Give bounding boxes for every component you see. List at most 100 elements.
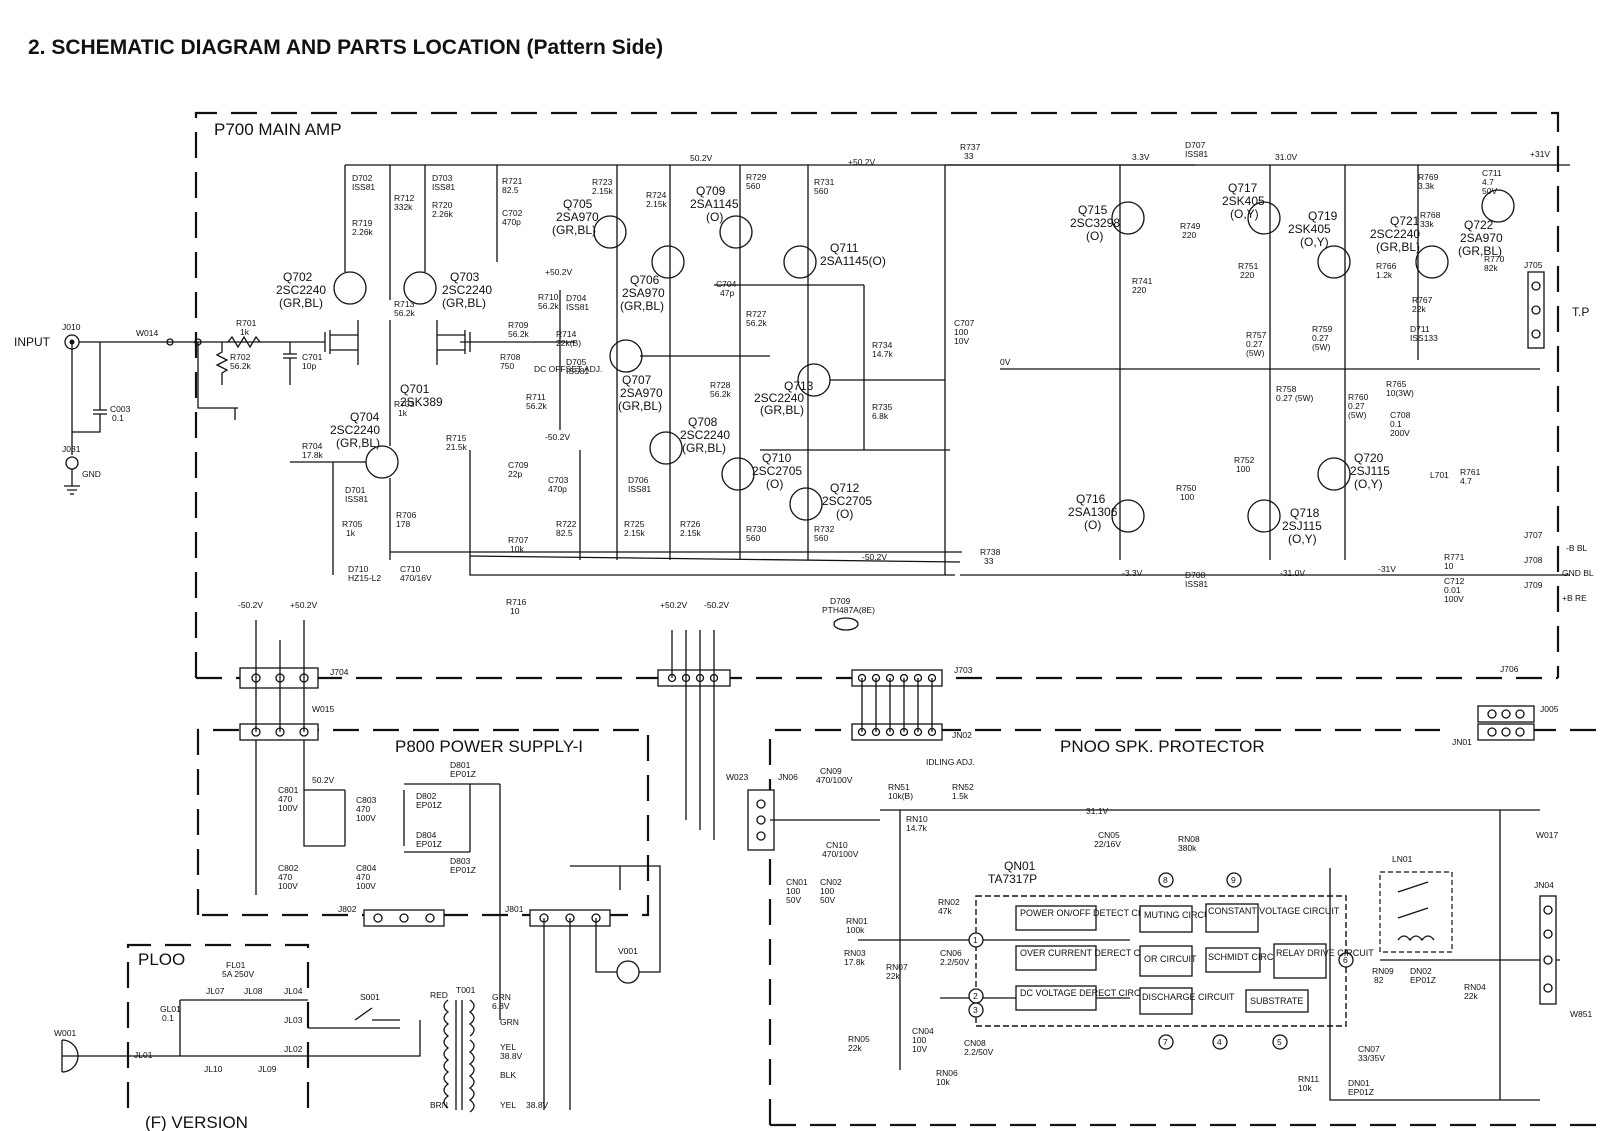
svg-text:EP01Z: EP01Z bbox=[450, 865, 476, 875]
svg-text:R705: R705 bbox=[342, 519, 363, 529]
svg-text:100: 100 bbox=[1180, 492, 1194, 502]
svg-text:-B BL: -B BL bbox=[1566, 543, 1588, 553]
idling-label: IDLING ADJ. bbox=[926, 757, 975, 767]
svg-text:YEL: YEL bbox=[500, 1100, 516, 1110]
power-supply-label: P800 POWER SUPPLY-I bbox=[395, 737, 583, 756]
svg-text:CN04: CN04 bbox=[912, 1026, 934, 1036]
svg-text:JL08: JL08 bbox=[244, 986, 263, 996]
svg-text:R770: R770 bbox=[1484, 254, 1505, 264]
svg-text:2.2/50V: 2.2/50V bbox=[940, 957, 970, 967]
svg-text:OVER CURRENT DERECT CIRCUIT: OVER CURRENT DERECT CIRCUIT bbox=[1020, 948, 1171, 958]
svg-text:50.2V: 50.2V bbox=[690, 153, 713, 163]
svg-text:C708: C708 bbox=[1390, 410, 1411, 420]
svg-text:C702: C702 bbox=[502, 208, 523, 218]
svg-text:2: 2 bbox=[973, 991, 978, 1001]
svg-text:-3.3V: -3.3V bbox=[1122, 568, 1143, 578]
svg-text:8: 8 bbox=[1163, 875, 1168, 885]
svg-text:(5W): (5W) bbox=[1348, 410, 1367, 420]
svg-text:2SA970: 2SA970 bbox=[622, 286, 665, 300]
svg-text:10k: 10k bbox=[936, 1077, 950, 1087]
svg-text:6.8k: 6.8k bbox=[872, 411, 889, 421]
svg-text:4.7: 4.7 bbox=[1482, 177, 1494, 187]
svg-text:33/35V: 33/35V bbox=[1358, 1053, 1385, 1063]
svg-text:HZ15-L2: HZ15-L2 bbox=[348, 573, 381, 583]
svg-text:J704: J704 bbox=[330, 667, 349, 677]
svg-text:R765: R765 bbox=[1386, 379, 1407, 389]
svg-text:56.2k: 56.2k bbox=[508, 329, 530, 339]
svg-text:C801: C801 bbox=[278, 785, 299, 795]
svg-text:R738: R738 bbox=[980, 547, 1001, 557]
svg-text:-50.2V: -50.2V bbox=[545, 432, 570, 442]
relay-ln01 bbox=[1379, 871, 1453, 953]
svg-text:6: 6 bbox=[1343, 955, 1348, 965]
svg-text:56.2k: 56.2k bbox=[526, 401, 548, 411]
svg-text:R761: R761 bbox=[1460, 467, 1481, 477]
svg-text:JN04: JN04 bbox=[1534, 880, 1554, 890]
svg-text:R723: R723 bbox=[592, 177, 613, 187]
svg-text:D709: D709 bbox=[830, 596, 851, 606]
switch-s001: S001 bbox=[354, 992, 400, 1021]
svg-text:Q719: Q719 bbox=[1308, 209, 1338, 223]
svg-text:R710: R710 bbox=[538, 292, 559, 302]
svg-text:R709: R709 bbox=[508, 320, 529, 330]
svg-text:R701: R701 bbox=[236, 318, 257, 328]
svg-text:W851: W851 bbox=[1570, 1009, 1592, 1019]
svg-text:L701: L701 bbox=[1430, 470, 1449, 480]
svg-text:2.15k: 2.15k bbox=[592, 186, 614, 196]
svg-text:100V: 100V bbox=[1444, 594, 1464, 604]
svg-text:JN06: JN06 bbox=[778, 772, 798, 782]
svg-text:470p: 470p bbox=[548, 484, 567, 494]
connector-jn02: JN02 bbox=[851, 723, 972, 741]
svg-text:220: 220 bbox=[1182, 230, 1196, 240]
svg-text:470: 470 bbox=[356, 872, 370, 882]
svg-text:(O): (O) bbox=[766, 477, 783, 491]
svg-text:ISS81: ISS81 bbox=[566, 302, 589, 312]
svg-text:+50.2V: +50.2V bbox=[290, 600, 318, 610]
svg-text:RED: RED bbox=[430, 990, 448, 1000]
svg-text:178: 178 bbox=[396, 519, 410, 529]
svg-text:Q713: Q713 bbox=[784, 379, 814, 393]
j705-test-point: J705 T.P bbox=[1524, 260, 1589, 349]
svg-text:D802: D802 bbox=[416, 791, 437, 801]
svg-text:C712: C712 bbox=[1444, 576, 1465, 586]
svg-text:2SC2705: 2SC2705 bbox=[822, 494, 872, 508]
svg-text:100: 100 bbox=[954, 327, 968, 337]
svg-text:17.8k: 17.8k bbox=[302, 450, 324, 460]
svg-text:(O,Y): (O,Y) bbox=[1230, 207, 1259, 221]
svg-text:R767: R767 bbox=[1412, 295, 1433, 305]
svg-text:C803: C803 bbox=[356, 795, 377, 805]
svg-text:R758: R758 bbox=[1276, 384, 1297, 394]
svg-text:0.27 (5W): 0.27 (5W) bbox=[1276, 393, 1313, 403]
svg-text:2SA1145(O): 2SA1145(O) bbox=[820, 254, 886, 268]
svg-text:0.1: 0.1 bbox=[162, 1013, 174, 1023]
svg-text:JN01: JN01 bbox=[1452, 737, 1472, 747]
svg-text:6.8V: 6.8V bbox=[492, 1001, 510, 1011]
svg-text:(GR,BL): (GR,BL) bbox=[760, 403, 804, 417]
svg-text:R759: R759 bbox=[1312, 324, 1333, 334]
svg-text:470: 470 bbox=[356, 804, 370, 814]
svg-text:D706: D706 bbox=[628, 475, 649, 485]
svg-text:BLK: BLK bbox=[500, 1070, 516, 1080]
svg-text:2SA1306: 2SA1306 bbox=[1068, 505, 1118, 519]
svg-text:R724: R724 bbox=[646, 190, 667, 200]
svg-text:2SJ115: 2SJ115 bbox=[1282, 519, 1322, 533]
svg-text:POWER ON/OFF DETECT CIRCUIT: POWER ON/OFF DETECT CIRCUIT bbox=[1020, 908, 1168, 918]
svg-text:0.1: 0.1 bbox=[1390, 419, 1402, 429]
svg-text:56.2k: 56.2k bbox=[394, 308, 416, 318]
transformer-t001: T001 bbox=[443, 985, 476, 1113]
svg-text:R730: R730 bbox=[746, 524, 767, 534]
svg-text:2SC2240: 2SC2240 bbox=[330, 423, 380, 437]
svg-text:100k: 100k bbox=[846, 925, 865, 935]
svg-text:C701: C701 bbox=[302, 352, 323, 362]
svg-text:(O,Y): (O,Y) bbox=[1354, 477, 1383, 491]
svg-text:100: 100 bbox=[1236, 464, 1250, 474]
svg-text:W023: W023 bbox=[726, 772, 748, 782]
